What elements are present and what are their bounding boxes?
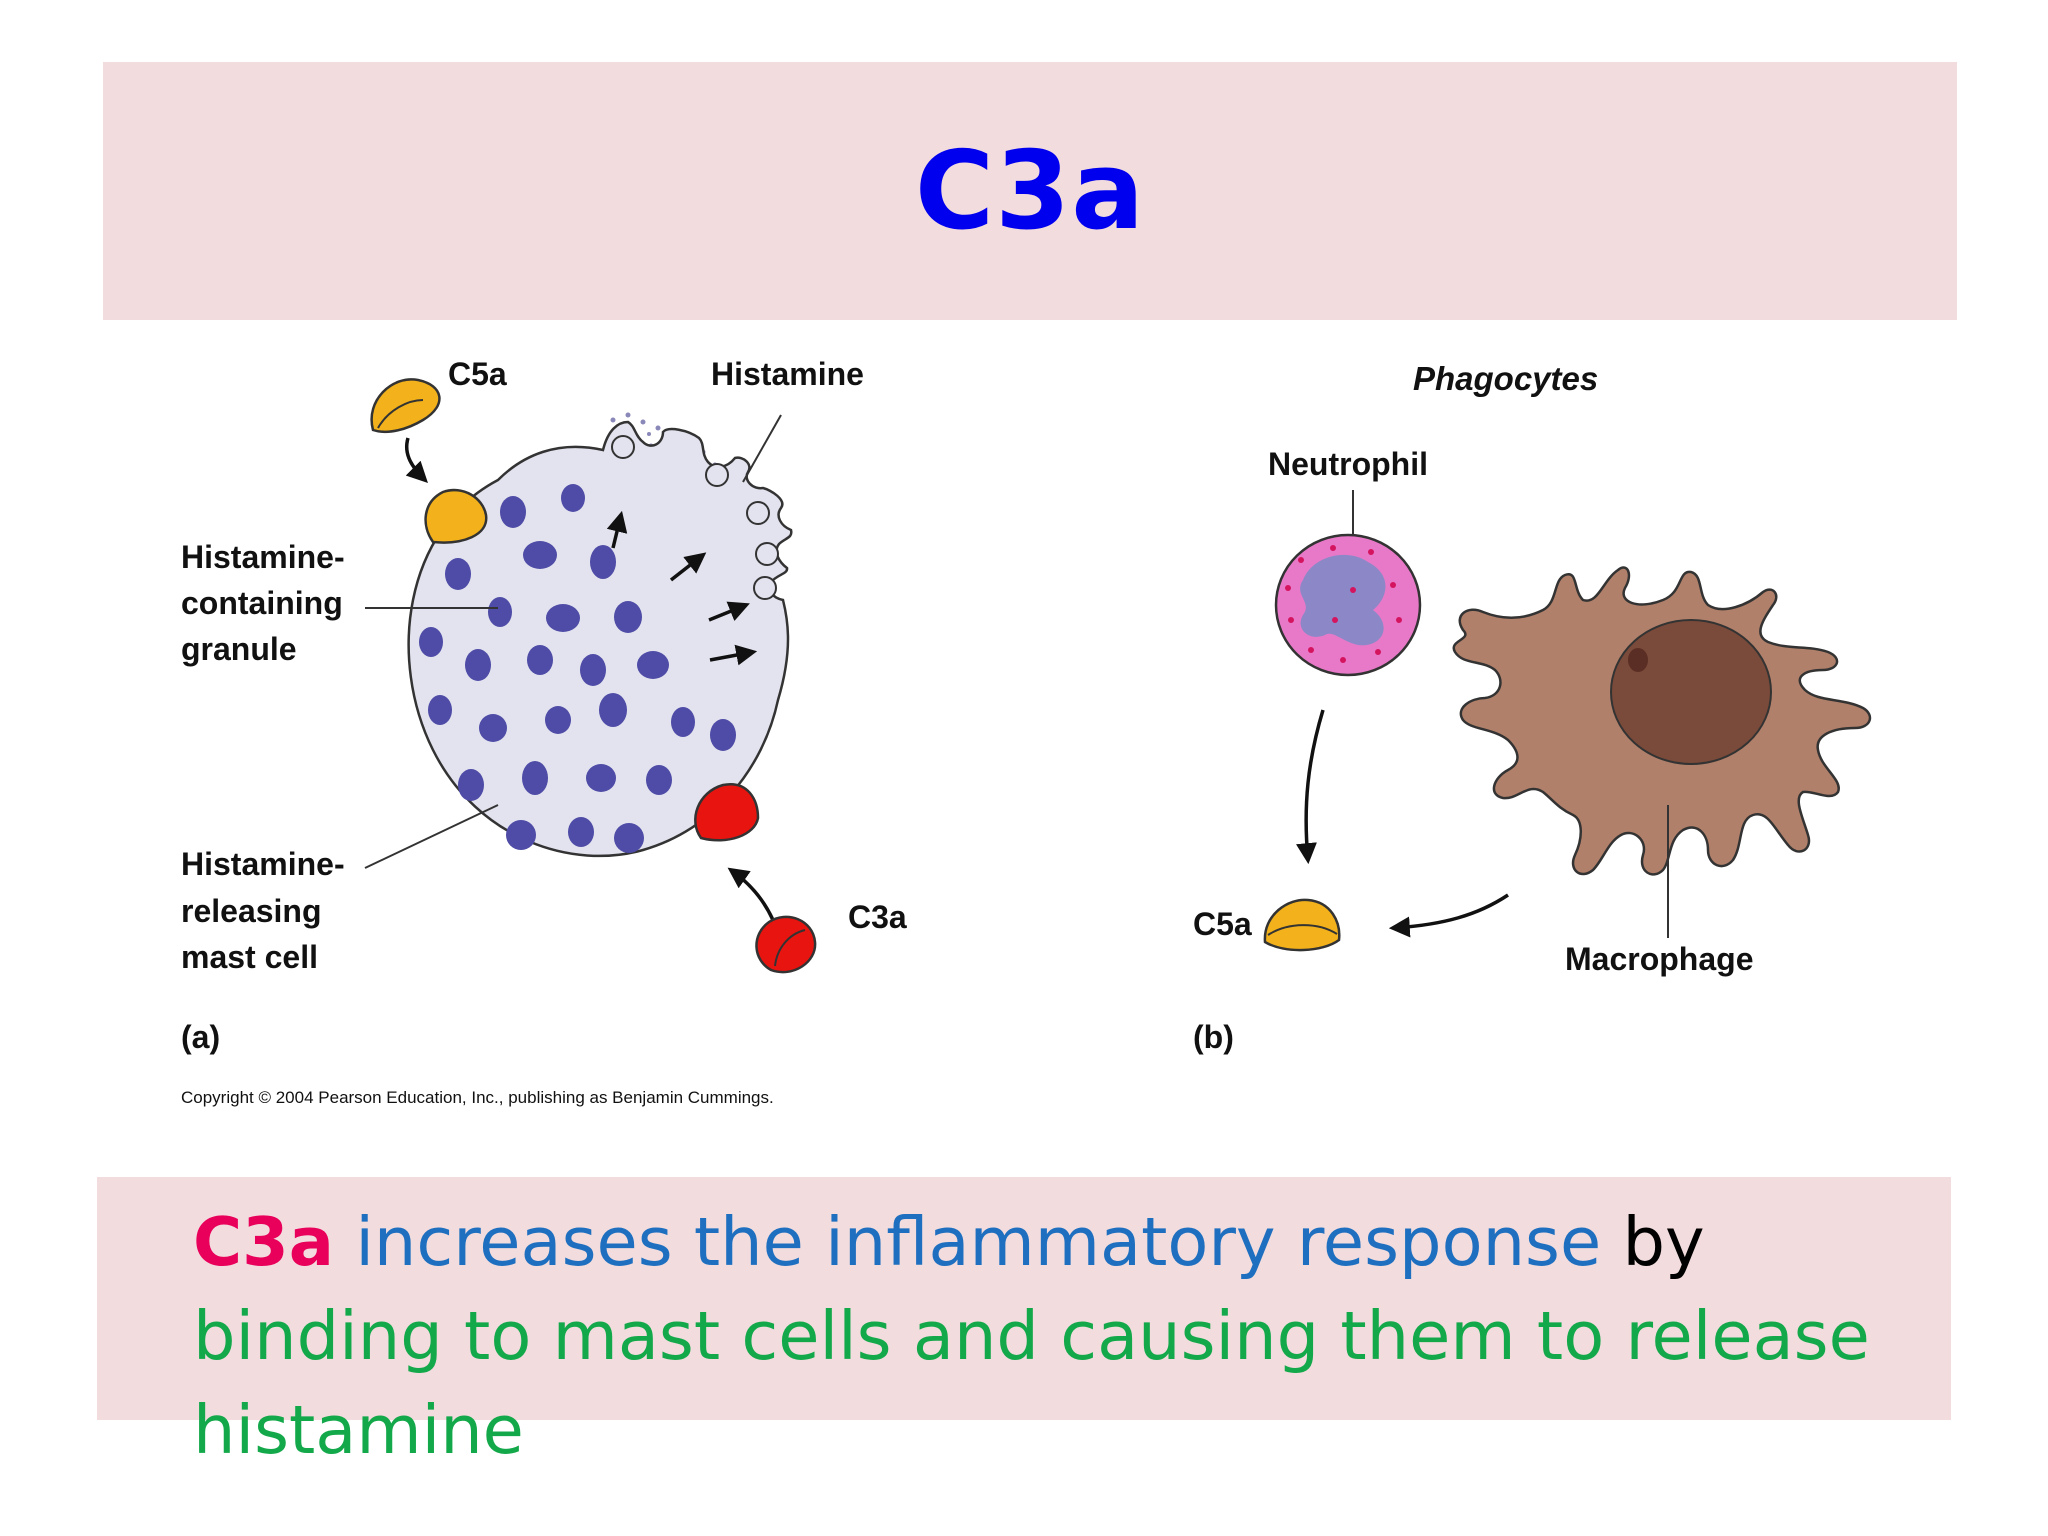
panel-b: Phagocytes Neutrophil <box>1193 360 1872 1055</box>
mast-cell <box>407 420 793 858</box>
c5a-molecule-free <box>370 378 441 434</box>
caption-binding: binding to mast cells and causing them t… <box>193 1297 1870 1469</box>
c3a-molecule-bound <box>694 782 760 842</box>
label-granule-3: granule <box>181 631 297 667</box>
macrophage <box>1452 566 1872 876</box>
label-granule-2: containing <box>181 585 343 621</box>
figure: C5a Histamine Histamine- containing gran… <box>103 330 1957 1130</box>
copyright: Copyright © 2004 Pearson Education, Inc.… <box>181 1088 774 1107</box>
caption-c3a: C3a <box>193 1203 335 1281</box>
label-neutrophil: Neutrophil <box>1268 446 1428 482</box>
caption-text: C3a increases the inflammatory response … <box>193 1195 1933 1477</box>
neutrophil <box>1274 533 1422 677</box>
c5a-molecule-b <box>1263 898 1341 952</box>
label-mast-cell-1: Histamine- <box>181 846 345 882</box>
histamine-pointer <box>742 414 782 483</box>
complement-diagram: C5a Histamine Histamine- containing gran… <box>181 356 1872 1107</box>
neutrophil-arrow <box>1296 709 1325 865</box>
label-c5a-a: C5a <box>448 356 507 392</box>
mast-cell-pointer <box>364 804 499 869</box>
granules <box>419 484 736 853</box>
label-granule-1: Histamine- <box>181 539 345 575</box>
panel-a: C5a Histamine Histamine- containing gran… <box>181 356 907 1107</box>
label-phagocytes: Phagocytes <box>1413 360 1598 397</box>
c5a-binding-arrow <box>405 437 428 483</box>
label-mast-cell-3: mast cell <box>181 939 318 975</box>
label-c5a-b: C5a <box>1193 906 1252 942</box>
c3a-molecule-free <box>755 915 817 974</box>
exocytosis-vesicles <box>611 435 779 600</box>
label-histamine: Histamine <box>711 356 864 392</box>
release-arrows <box>606 510 758 666</box>
panel-label-a: (a) <box>181 1019 220 1055</box>
caption-by: by <box>1601 1203 1705 1281</box>
label-c3a-a: C3a <box>848 899 907 935</box>
c3a-binding-arrow <box>727 867 775 921</box>
title-band: C3a <box>103 62 1957 320</box>
caption-inflammatory: increases the inflammatory response <box>334 1203 1602 1281</box>
caption-band: C3a increases the inflammatory response … <box>97 1177 1951 1469</box>
c5a-molecule-bound <box>424 489 488 544</box>
macrophage-arrow <box>1388 893 1509 938</box>
label-macrophage: Macrophage <box>1565 941 1753 977</box>
label-mast-cell-2: releasing <box>181 893 322 929</box>
slide-title: C3a <box>914 128 1146 254</box>
panel-label-b: (b) <box>1193 1019 1234 1055</box>
